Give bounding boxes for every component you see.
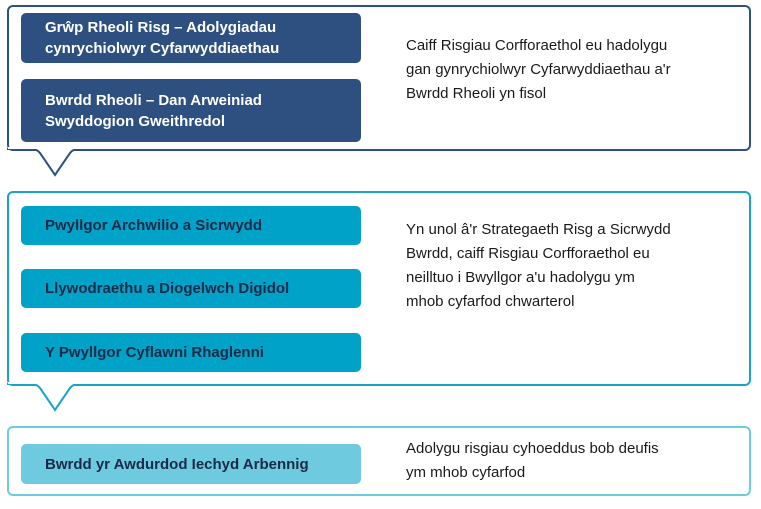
description-line: mhob cyfarfod chwarterol (406, 293, 575, 310)
digital-governance-box: Llywodraethu a Diogelwch Digidol (21, 269, 361, 308)
box-label-line: Swyddogion Gweithredol (45, 112, 225, 130)
box-label: Llywodraethu a Diogelwch Digidol (45, 280, 290, 297)
tier-3-description: Adolygu risgiau cyhoeddus bob deufis ym … (406, 437, 659, 485)
tier-1-description: Caiff Risgiau Corfforaethol eu hadolygu … (406, 34, 671, 106)
programme-delivery-committee-box: Y Pwyllgor Cyflawni Rhaglenni (21, 333, 361, 372)
risk-management-group-box: Grŵp Rheoli Risg – Adolygiadau cynrychio… (21, 13, 361, 63)
management-board-box: Bwrdd Rheoli – Dan Arweiniad Swyddogion … (21, 79, 361, 142)
tier-2-description: Yn unol â'r Strategaeth Risg a Sicrwydd … (406, 218, 671, 314)
box-label-line: Bwrdd Rheoli – Dan Arweiniad (45, 91, 262, 109)
tier-2-callout-pointer (7, 382, 80, 412)
special-health-authority-board-box: Bwrdd yr Awdurdod Iechyd Arbennig (21, 444, 361, 484)
box-label-line: cynrychiolwyr Cyfarwyddiaethau (45, 40, 280, 57)
description-line: Caiff Risgiau Corfforaethol eu hadolygu (406, 37, 668, 54)
box-label: Bwrdd yr Awdurdod Iechyd Arbennig (45, 455, 309, 473)
description-line: neilltuo i Bwyllgor a'u hadolygu ym (406, 269, 635, 286)
description-line: Yn unol â'r Strategaeth Risg a Sicrwydd (406, 221, 671, 238)
audit-assurance-committee-box: Pwyllgor Archwilio a Sicrwydd (21, 206, 361, 245)
box-label: Pwyllgor Archwilio a Sicrwydd (45, 217, 262, 234)
description-line: Bwrdd, caiff Risgiau Corfforaethol eu (406, 245, 650, 262)
description-line: Adolygu risgiau cyhoeddus bob deufis (406, 440, 659, 457)
description-line: Bwrdd Rheoli yn fisol (406, 85, 547, 102)
tier-1-callout-pointer (7, 147, 80, 177)
description-line: gan gynrychiolwyr Cyfarwyddiaethau a'r (406, 61, 671, 78)
box-label: Y Pwyllgor Cyflawni Rhaglenni (45, 344, 264, 361)
description-line: ym mhob cyfarfod (406, 464, 526, 481)
box-label-line: Grŵp Rheoli Risg – Adolygiadau (45, 19, 277, 36)
